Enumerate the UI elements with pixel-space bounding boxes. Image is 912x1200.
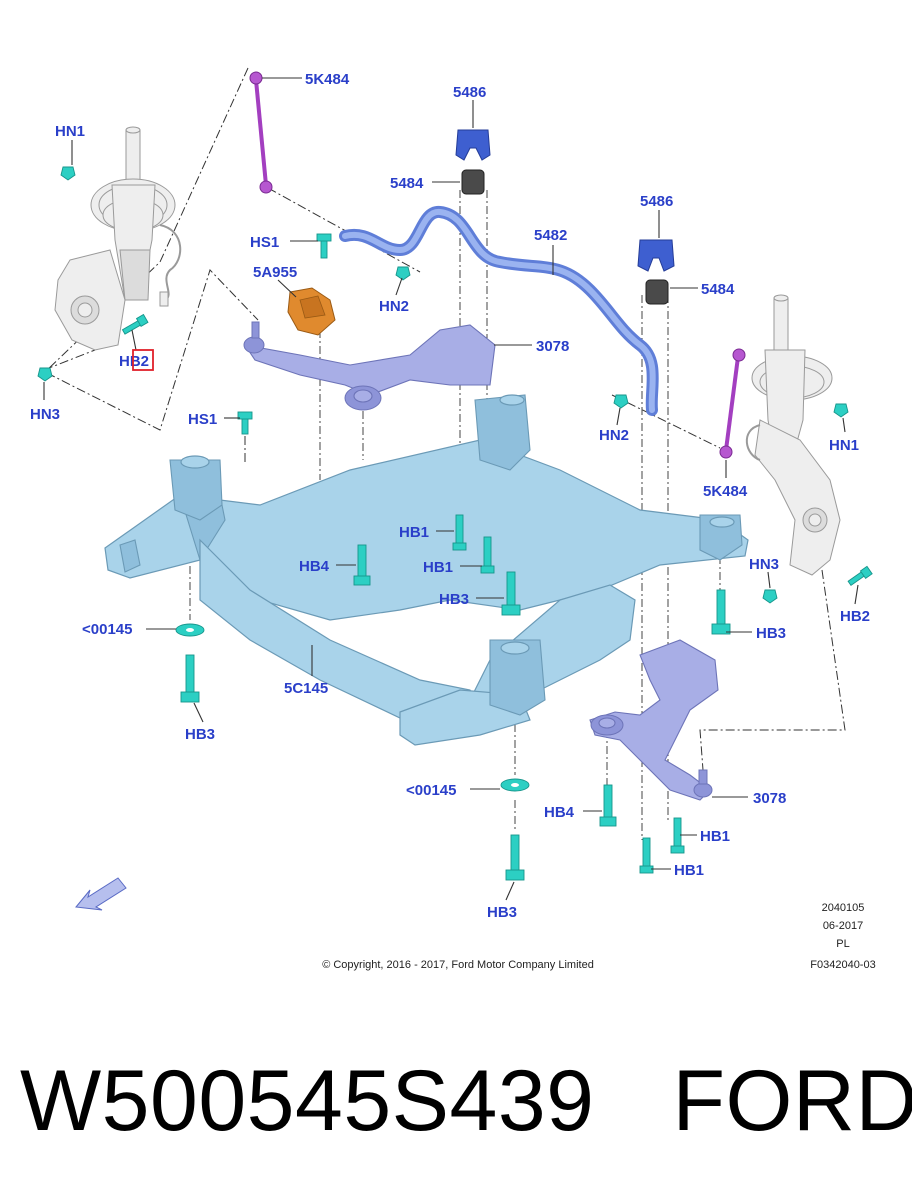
drawing-info-line4: F0342040-03 — [810, 959, 875, 971]
callout-hn1-right: HN1 — [829, 437, 859, 454]
left-control-arm — [243, 287, 496, 411]
callout-3078-bottom: 3078 — [753, 790, 786, 807]
callout-5484-right: 5484 — [701, 281, 735, 298]
callout-hb1-b: HB1 — [423, 559, 453, 576]
stabilizer-bar — [339, 129, 675, 416]
callout-hs1-top: HS1 — [250, 234, 279, 251]
drawing-info-line3: PL — [836, 938, 849, 950]
drawing-info-line2: 06-2017 — [823, 920, 863, 932]
callout-5c145: 5C145 — [284, 680, 328, 697]
callout-hb1-a: HB1 — [399, 524, 429, 541]
callout-3078-top: 3078 — [536, 338, 569, 355]
drawing-info: 2040105 06-2017 PL F0342040-03 — [810, 902, 875, 971]
callout-hb2-right: HB2 — [840, 608, 870, 625]
callout-5482: 5482 — [534, 227, 567, 244]
callout-hs1-mid: HS1 — [188, 411, 217, 428]
callout-5486-top: 5486 — [453, 84, 486, 101]
leader-lines — [43, 77, 859, 901]
callout-hb1-d: HB1 — [674, 862, 704, 879]
exploded-parts-diagram: 5K484 5486 5484 5486 5482 5484 HN1 HS1 H… — [30, 67, 876, 971]
callout-hn1-left: HN1 — [55, 123, 85, 140]
callout-5a955: 5A955 — [253, 264, 297, 281]
callout-hb1-c: HB1 — [700, 828, 730, 845]
callout-hn2-right: HN2 — [599, 427, 629, 444]
callout-hb3-mid: HB3 — [439, 591, 469, 608]
part-number: W500545S439 — [20, 1053, 595, 1149]
callout-hb2-left: HB2 — [119, 353, 149, 370]
brand-name: FORD — [672, 1053, 912, 1149]
callout-hn3-left: HN3 — [30, 406, 60, 423]
callout-5484-top: 5484 — [390, 175, 424, 192]
callout-5k484-top: 5K484 — [305, 71, 350, 88]
callout-hn3-right: HN3 — [749, 556, 779, 573]
callout-5k484-bottom: 5K484 — [703, 483, 748, 500]
callout-hb3-bottom: HB3 — [487, 904, 517, 921]
callout-labels: 5K484 5486 5484 5486 5482 5484 HN1 HS1 H… — [30, 71, 870, 921]
callout-hb3-right: HB3 — [756, 625, 786, 642]
callout-5486-right: 5486 — [640, 193, 673, 210]
callout-hn2-left: HN2 — [379, 298, 409, 315]
drawing-info-line1: 2040105 — [822, 902, 865, 914]
copyright-notice: © Copyright, 2016 - 2017, Ford Motor Com… — [322, 959, 594, 971]
fasteners — [37, 166, 873, 881]
callout-hb3-left: HB3 — [185, 726, 215, 743]
stabilizer-links — [249, 71, 746, 459]
callout-hb4-bottom: HB4 — [544, 804, 575, 821]
callout-00145-bottom: <00145 — [406, 782, 456, 799]
right-strut-assembly — [745, 294, 841, 576]
part-number-banner: W500545S439 FORD — [20, 1052, 912, 1151]
callout-00145-left: <00145 — [82, 621, 132, 638]
left-strut-assembly — [54, 126, 182, 351]
vehicle-front-arrow-icon — [75, 877, 127, 911]
selected-part-highlight[interactable] — [132, 349, 154, 371]
subframe — [104, 394, 749, 746]
callout-hb4-left: HB4 — [299, 558, 330, 575]
right-control-arm — [589, 639, 719, 801]
